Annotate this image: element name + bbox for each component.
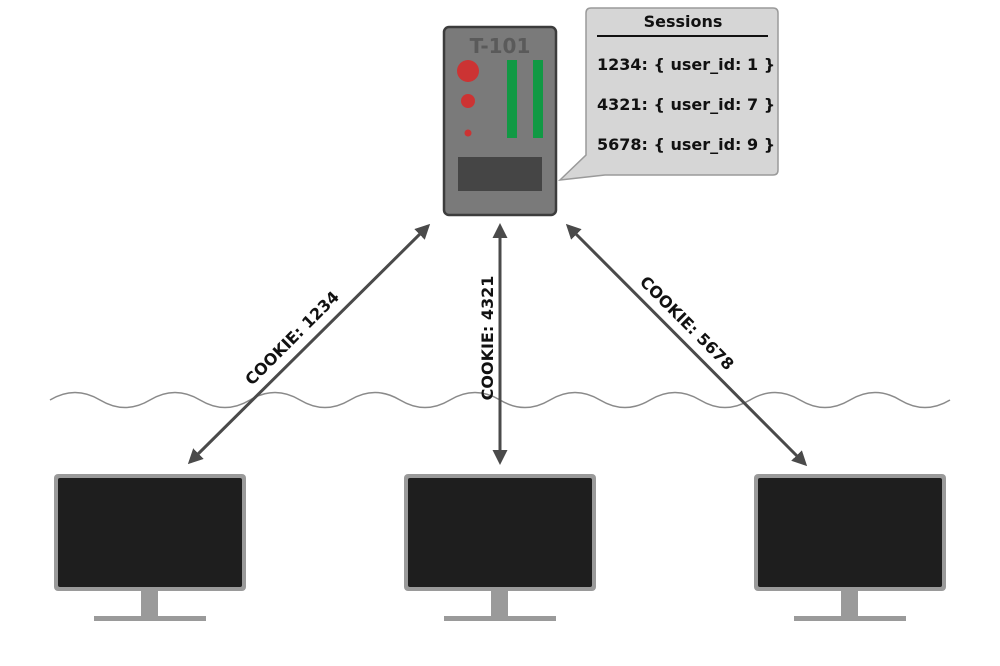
sessions-bubble: Sessions 1234: { user_id: 1 } 4321: { us… xyxy=(557,7,779,181)
monitor-neck xyxy=(491,591,508,616)
monitor-screen xyxy=(58,478,242,587)
cookie-label-left: COOKIE: 1234 xyxy=(241,287,343,389)
server-icon: T-101 xyxy=(442,25,558,217)
monitor-neck xyxy=(841,591,858,616)
monitor-base xyxy=(444,616,556,621)
monitor-icon xyxy=(754,474,946,621)
connection-arrow-left xyxy=(187,223,431,465)
monitor-base xyxy=(794,616,906,621)
server-panel xyxy=(458,157,542,191)
cookie-label-right: COOKIE: 5678 xyxy=(636,272,738,374)
monitor-screen xyxy=(408,478,592,587)
server-led-small xyxy=(464,129,472,137)
session-entry: 4321: { user_id: 7 } xyxy=(597,95,775,114)
server-bar-left xyxy=(507,60,517,138)
monitor-neck xyxy=(141,591,158,616)
connection-arrow-right xyxy=(565,223,808,467)
monitor-screen xyxy=(758,478,942,587)
server-led-medium xyxy=(461,94,475,108)
server-label: T-101 xyxy=(470,34,531,58)
monitor-icon xyxy=(54,474,246,621)
sessions-bubble-shape xyxy=(557,7,779,181)
monitor-base xyxy=(94,616,206,621)
server-led-large xyxy=(457,60,479,82)
monitor-icon xyxy=(404,474,596,621)
sessions-title: Sessions xyxy=(644,12,723,31)
server-bar-right xyxy=(533,60,543,138)
session-entry: 1234: { user_id: 1 } xyxy=(597,55,775,74)
session-entry: 5678: { user_id: 9 } xyxy=(597,135,775,154)
cookie-label-middle: COOKIE: 4321 xyxy=(478,276,497,401)
